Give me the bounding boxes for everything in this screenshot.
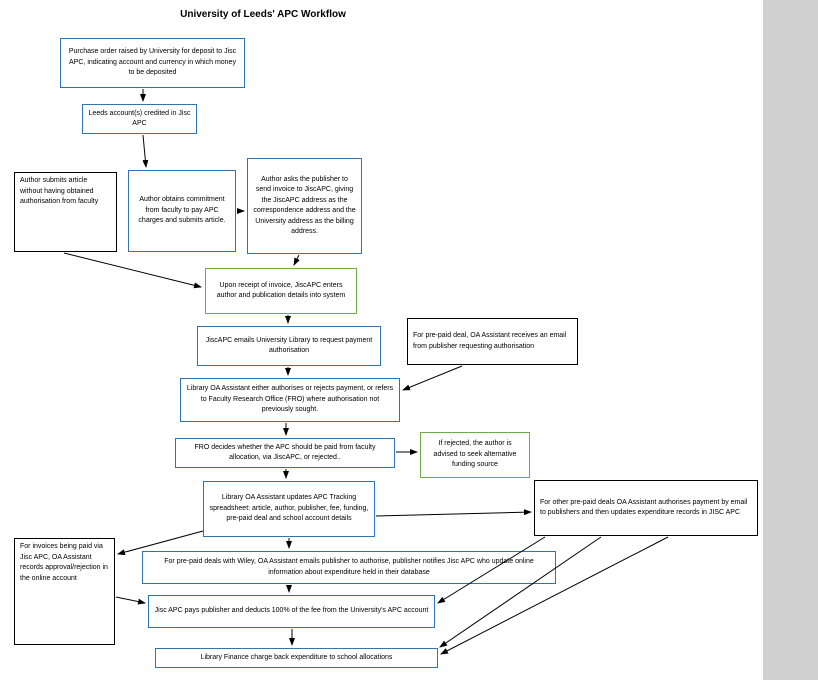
arrow-invoice-to-enters [293, 254, 300, 266]
node-apc-tracking-update: Library OA Assistant updates APC Trackin… [203, 481, 375, 537]
node-wiley-prepaid: For pre-paid deals with Wiley, OA Assist… [142, 551, 556, 584]
arrow-prepaid-to-decision [402, 365, 463, 391]
node-author-commitment: Author obtains commitment from faculty t… [128, 170, 236, 252]
node-author-invoice: Author asks the publisher to send invoic… [247, 158, 362, 254]
node-library-finance-chargeback: Library Finance charge back expenditure … [155, 648, 438, 668]
node-jisc-pays-publisher: Jisc APC pays publisher and deducts 100%… [148, 595, 435, 628]
node-fro-decides: FRO decides whether the APC should be pa… [175, 438, 395, 468]
node-leeds-credited: Leeds account(s) credited in Jisc APC [82, 104, 197, 134]
node-jiscapc-enters-details: Upon receipt of invoice, JiscAPC enters … [205, 268, 357, 314]
right-gutter [763, 0, 818, 680]
node-invoices-online-account: For invoices being paid via Jisc APC, OA… [14, 538, 115, 645]
node-author-no-authorisation: Author submits article without having ob… [14, 172, 117, 252]
arrow-tracking-to-otherprepaid [375, 509, 532, 517]
node-rejected-advice: If rejected, the author is advised to se… [420, 432, 530, 478]
diagram-title: University of Leeds' APC Workflow [180, 9, 346, 20]
node-other-prepaid-deals: For other pre-paid deals OA Assistant au… [534, 480, 758, 536]
node-prepaid-deal-email: For pre-paid deal, OA Assistant receives… [407, 318, 578, 365]
arrow-credited-to-commitment [142, 134, 149, 168]
arrow-noauth-to-enters [63, 252, 202, 289]
node-jiscapc-emails-library: JiscAPC emails University Library to req… [197, 326, 381, 366]
arrow-invoices-to-pays [115, 596, 146, 605]
node-purchase-order: Purchase order raised by University for … [60, 38, 245, 88]
node-oa-assistant-decision: Library OA Assistant either authorises o… [180, 378, 400, 422]
